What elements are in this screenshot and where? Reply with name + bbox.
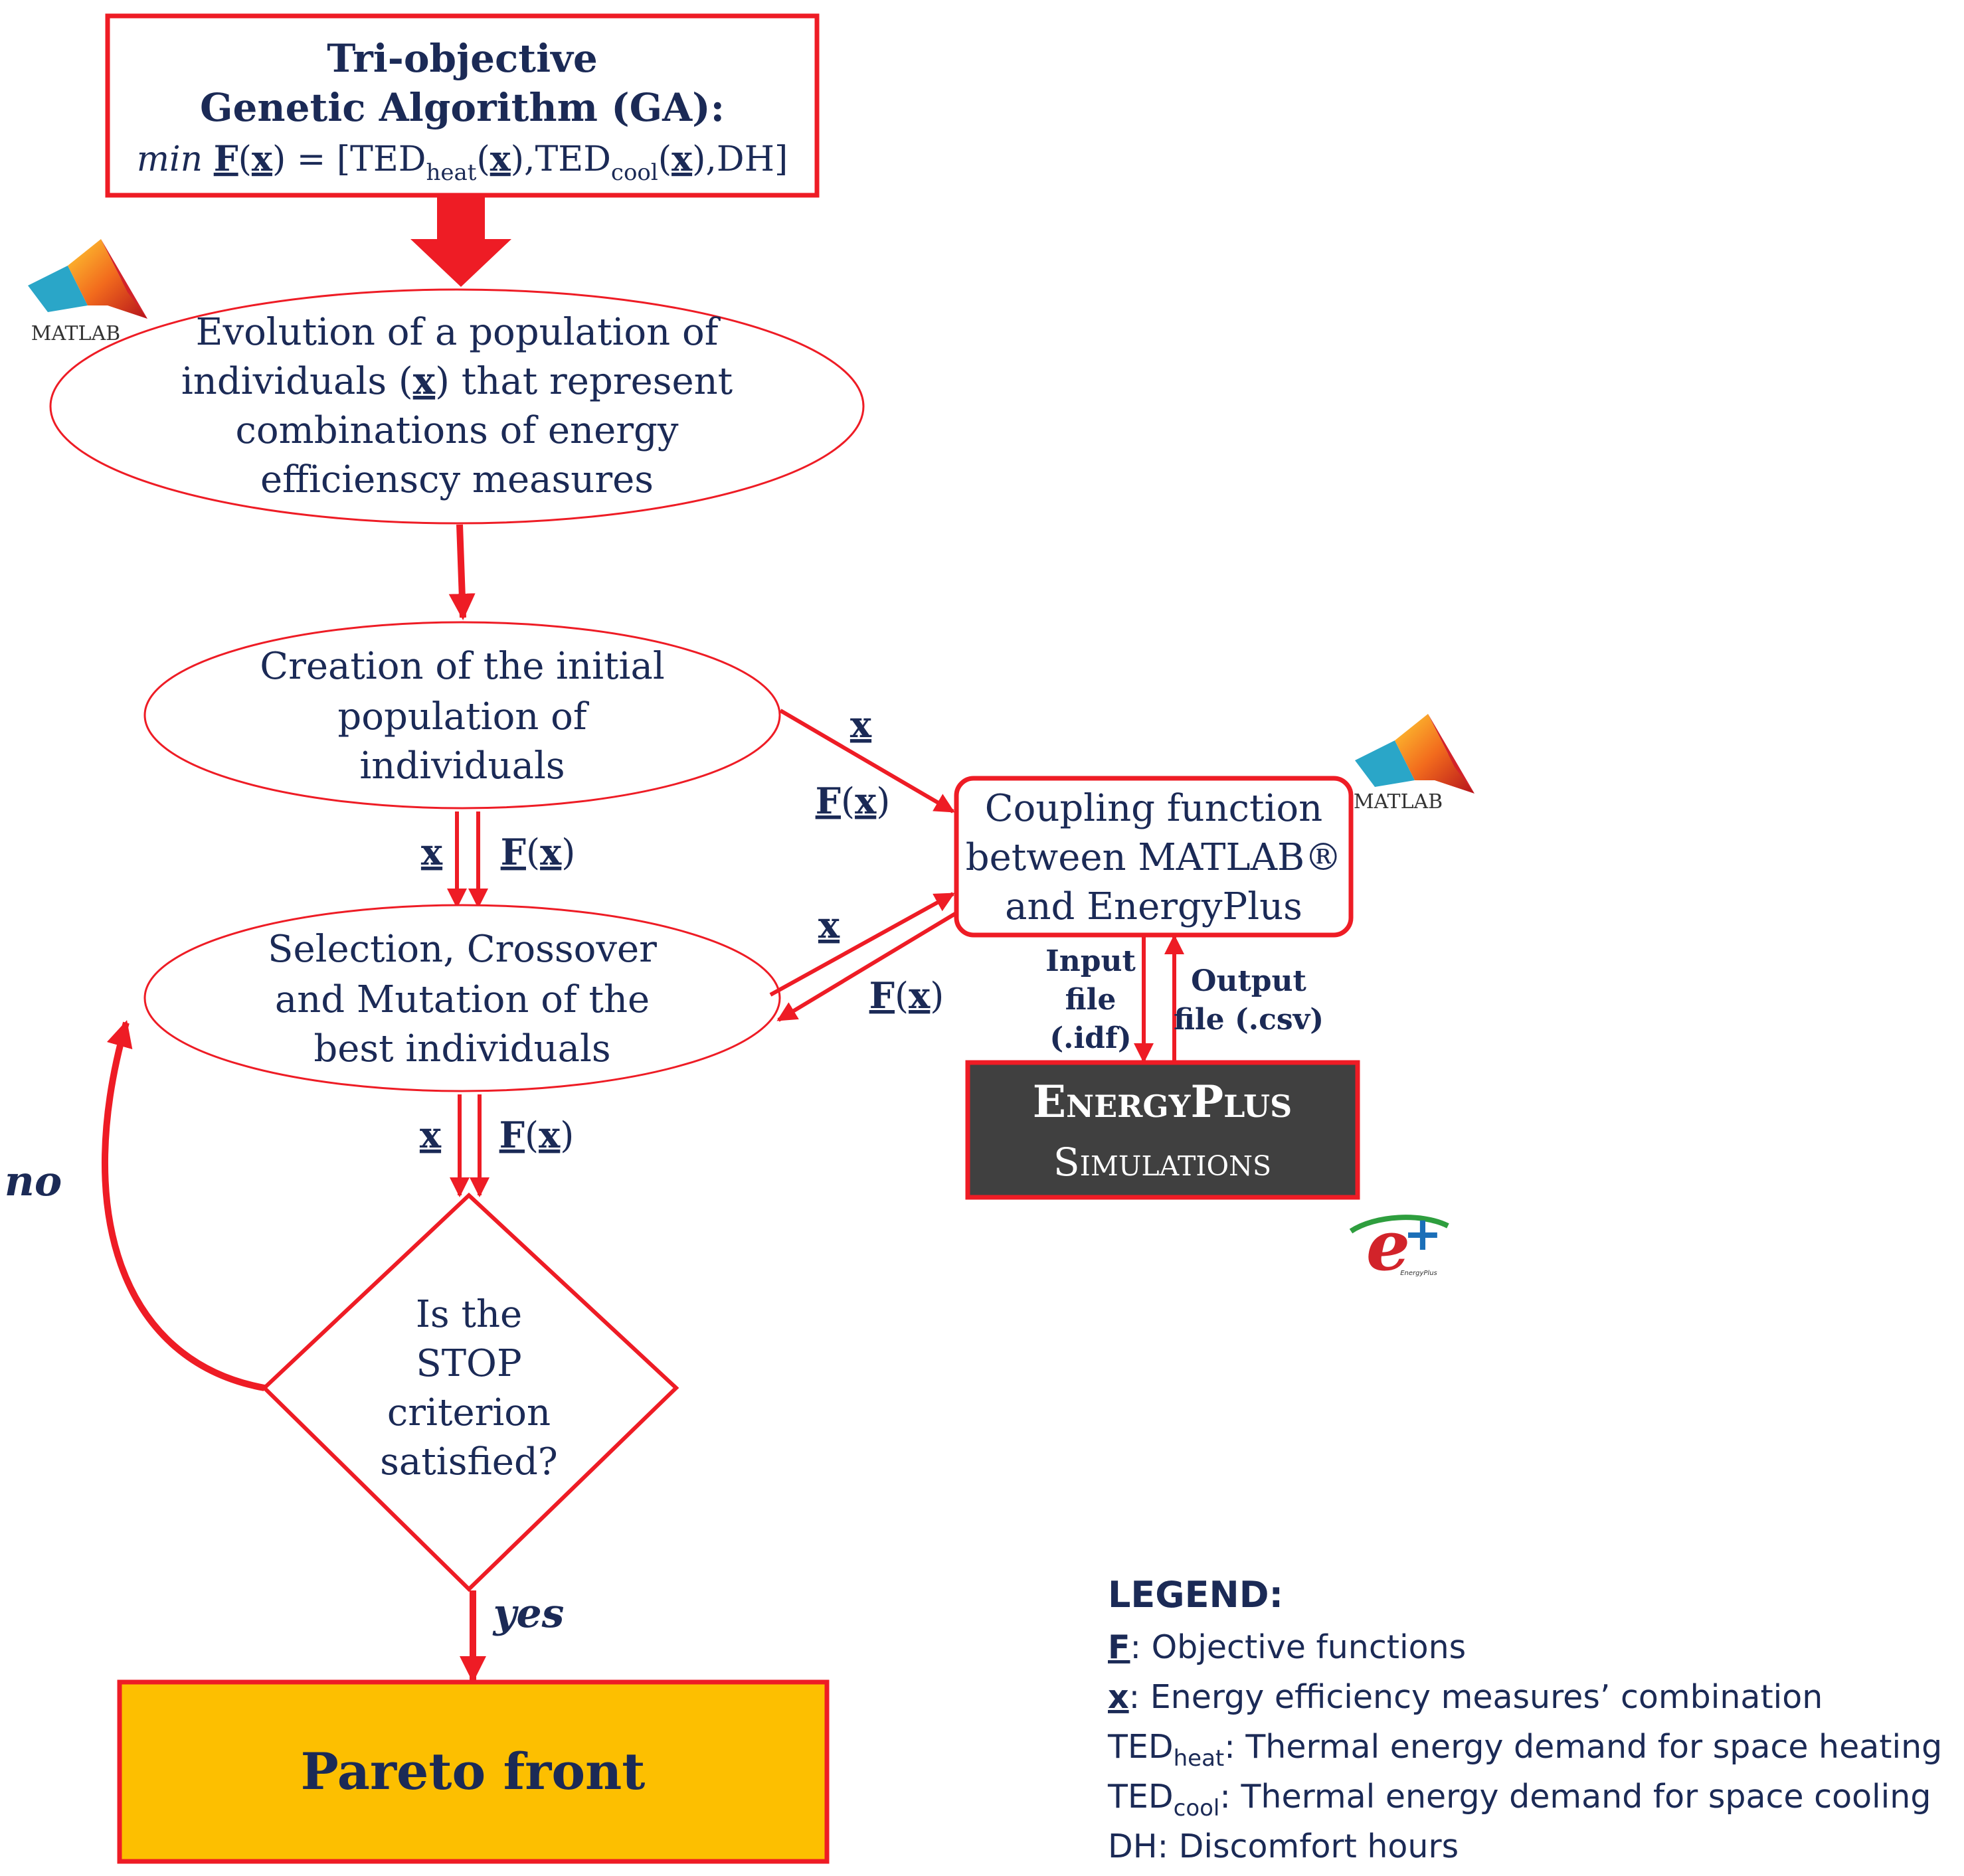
selection-line1: Selection, Crossover <box>268 928 657 971</box>
arrows-coupling-energyplus: Input file (.idf) Output file (.csv) <box>1045 934 1324 1063</box>
energyplus-line2: Simulations <box>1053 1140 1271 1185</box>
legend-item-F: F: Objective functions <box>1108 1628 1466 1666</box>
pareto-front-box: Pareto front <box>117 1679 830 1864</box>
label-yes: yes <box>492 1590 565 1637</box>
selection-line2: and Mutation of the <box>275 978 650 1021</box>
creation-ellipse: Creation of the initial population of in… <box>143 621 781 810</box>
matlab-logo-icon-2: MATLAB <box>1354 714 1474 813</box>
diamond-line3: criterion <box>387 1391 551 1434</box>
label-input-line3: (.idf) <box>1049 1021 1131 1055</box>
legend-item-ted-cool: TEDcool: Thermal energy demand for space… <box>1107 1778 1931 1822</box>
label-no: no <box>5 1157 62 1205</box>
arrows-selection-to-decision: x F(x) <box>420 1094 575 1197</box>
label-x-3: x <box>850 703 872 746</box>
label-output-line2: file (.csv) <box>1174 1003 1324 1037</box>
arrow-creation-to-coupling: x F(x) <box>779 703 955 822</box>
label-input-line2: file <box>1065 983 1116 1017</box>
energyplus-simulations-box: EnergyPlus Simulations <box>965 1060 1360 1200</box>
ga-objective-box: Tri-objective Genetic Algorithm (GA): mi… <box>105 13 820 198</box>
coupling-function-box: Coupling function between MATLAB® and En… <box>954 776 1354 938</box>
creation-line3: individuals <box>359 744 565 788</box>
evolution-line4: efficienscy measures <box>260 458 654 501</box>
label-Fx-2: F(x) <box>499 1114 575 1156</box>
svg-text:e: e <box>1366 1205 1410 1286</box>
stop-criterion-diamond: Is the STOP criterion satisfied? <box>261 1192 679 1592</box>
label-x-4: x <box>818 904 840 946</box>
svg-text:EnergyPlus: EnergyPlus <box>1400 1270 1437 1277</box>
label-Fx-4: F(x) <box>869 974 944 1017</box>
coupling-line3: and EnergyPlus <box>1005 885 1302 928</box>
no-loop-arrow <box>102 1020 265 1391</box>
legend-item-dh: DH: Discomfort hours <box>1108 1828 1459 1865</box>
block-arrow-down <box>410 197 511 287</box>
svg-text:MATLAB: MATLAB <box>1354 790 1443 813</box>
coupling-line1: Coupling function <box>985 787 1322 830</box>
legend-item-ted-heat: TEDheat: Thermal energy demand for space… <box>1107 1728 1942 1772</box>
creation-line2: population of <box>337 695 589 738</box>
label-input-line1: Input <box>1045 944 1136 978</box>
evolution-line1: Evolution of a population of <box>196 311 721 354</box>
energyplus-logo-icon: e + EnergyPlus <box>1349 1205 1449 1286</box>
pareto-label: Pareto front <box>301 1742 646 1801</box>
label-output-line1: Output <box>1191 964 1306 998</box>
label-x-1: x <box>421 831 443 873</box>
energyplus-line1: EnergyPlus <box>1033 1076 1293 1128</box>
label-Fx-1: F(x) <box>501 831 576 873</box>
legend: LEGEND: F: Objective functions x: Energy… <box>1107 1574 1942 1865</box>
svg-text:MATLAB: MATLAB <box>31 322 120 345</box>
evolution-line2: individuals (x) that represent <box>181 359 733 403</box>
arrow-evolution-to-creation <box>448 524 476 620</box>
diamond-line2: STOP <box>416 1342 521 1385</box>
diamond-line4: satisfied? <box>380 1440 558 1484</box>
selection-ellipse: Selection, Crossover and Mutation of the… <box>143 904 781 1092</box>
svg-text:+: + <box>1403 1207 1443 1261</box>
diamond-line1: Is the <box>416 1293 522 1336</box>
arrows-creation-to-selection: x F(x) <box>421 811 576 908</box>
creation-line1: Creation of the initial <box>260 645 665 688</box>
label-Fx-3: F(x) <box>816 780 891 822</box>
label-x-2: x <box>420 1114 442 1156</box>
selection-line3: best individuals <box>313 1027 610 1070</box>
arrows-selection-coupling: x F(x) <box>769 892 956 1022</box>
ga-formula: min F(x) = [TEDheat(x),TEDcool(x),DH] <box>137 139 788 186</box>
coupling-line2: between MATLAB® <box>966 836 1342 879</box>
evolution-line3: combinations of energy <box>236 409 679 452</box>
matlab-logo-icon: MATLAB <box>28 239 147 345</box>
ga-title-line2: Genetic Algorithm (GA): <box>200 85 725 130</box>
evolution-ellipse: Evolution of a population of individuals… <box>49 288 865 525</box>
legend-item-x: x: Energy efficiency measures’ combinati… <box>1108 1678 1823 1716</box>
legend-title: LEGEND: <box>1108 1574 1283 1616</box>
ga-title-line1: Tri-objective <box>327 36 597 81</box>
